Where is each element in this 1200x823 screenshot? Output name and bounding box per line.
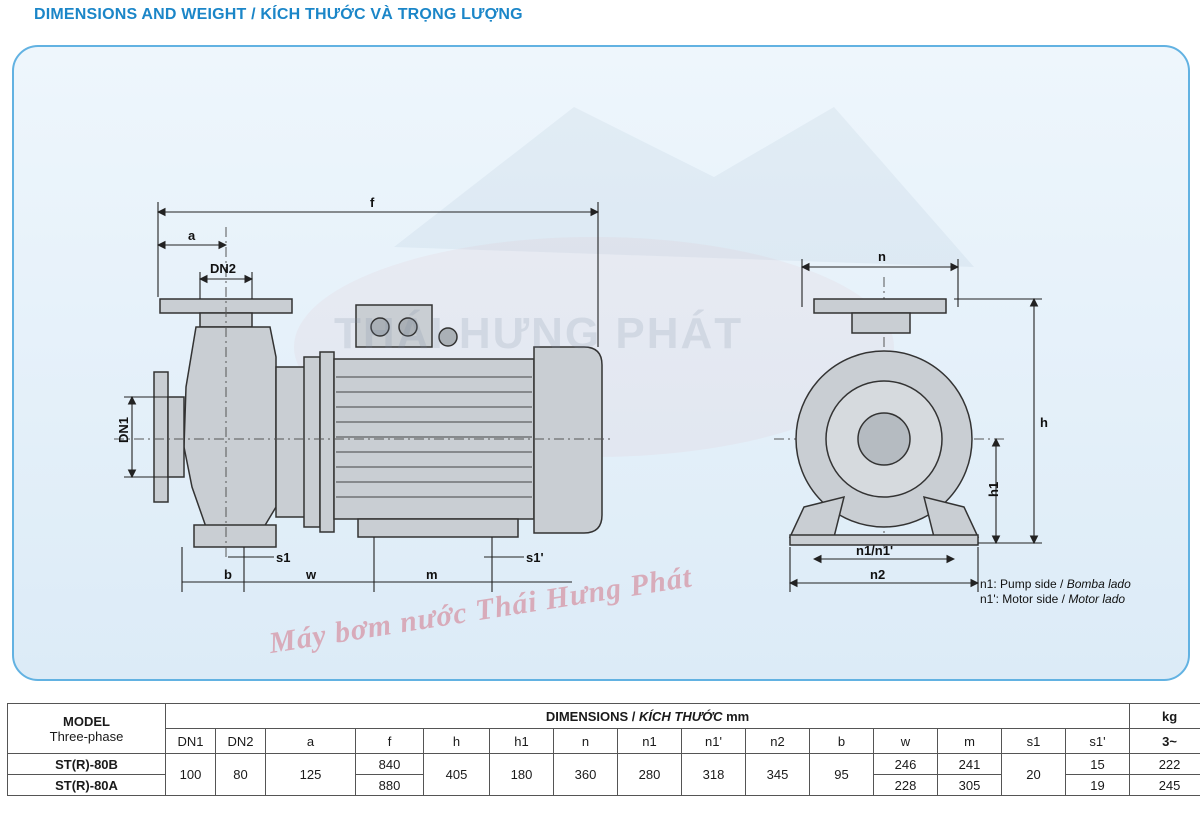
- label-s1: s1: [276, 550, 290, 565]
- cell-kg: 245: [1129, 774, 1200, 796]
- label-s1p: s1': [526, 550, 544, 565]
- pump-side-view: [153, 298, 603, 548]
- col-b: b: [809, 728, 874, 754]
- technical-drawing: f a DN2 DN1 s1 s1' b w m n h h1 n1/n1' n…: [114, 107, 1048, 592]
- col-a: a: [265, 728, 356, 754]
- cell-s1p: 15: [1064, 753, 1131, 775]
- model-name: ST(R)-80A: [7, 774, 166, 796]
- dimensions-table: MODEL Three-phase DIMENSIONS / KÍCH THƯỚ…: [7, 703, 1200, 796]
- label-n1n1p: n1/n1': [856, 543, 893, 558]
- cell-n2: 345: [745, 753, 810, 796]
- cell-n1p: 318: [681, 753, 746, 796]
- col-f: f: [355, 728, 424, 754]
- weight-unit-header: kg: [1129, 703, 1200, 729]
- cell-n1: 280: [617, 753, 682, 796]
- drawing-panel: f a DN2 DN1 s1 s1' b w m n h h1 n1/n1' n…: [12, 45, 1190, 681]
- label-n2: n2: [870, 567, 885, 582]
- model-name: ST(R)-80B: [7, 753, 166, 775]
- label-h: h: [1040, 415, 1048, 430]
- cell-b: 95: [809, 753, 874, 796]
- col-n1p: n1': [681, 728, 746, 754]
- brand-watermark: THÁI HƯNG PHÁT: [334, 309, 744, 358]
- cell-m: 305: [937, 774, 1002, 796]
- col-weight: 3~: [1129, 728, 1200, 754]
- cell-h: 405: [423, 753, 490, 796]
- col-n: n: [553, 728, 618, 754]
- col-h: h: [423, 728, 490, 754]
- col-n2: n2: [745, 728, 810, 754]
- pump-front-view: [788, 298, 980, 546]
- label-h1: h1: [986, 482, 1001, 497]
- col-m: m: [937, 728, 1002, 754]
- label-f: f: [370, 195, 375, 210]
- col-s1p: s1': [1064, 728, 1131, 754]
- dimensions-header: DIMENSIONS / KÍCH THƯỚC mm: [164, 703, 1131, 729]
- label-a: a: [188, 228, 196, 243]
- legend-line-2: n1': Motor side / Motor lado: [980, 592, 1126, 606]
- mountain-watermark: [394, 107, 974, 267]
- cell-f: 840: [355, 753, 424, 775]
- label-b: b: [224, 567, 232, 582]
- cell-dn1: 100: [165, 753, 216, 796]
- cell-n: 360: [553, 753, 618, 796]
- page-title: DIMENSIONS AND WEIGHT / KÍCH THƯỚC VÀ TR…: [34, 6, 523, 23]
- model-header: MODEL Three-phase: [7, 703, 166, 754]
- cell-kg: 222: [1129, 753, 1200, 775]
- legend: n1: Pump side / Bomba lado n1': Motor si…: [980, 577, 1131, 607]
- label-w: w: [305, 567, 317, 582]
- side-labels: f a DN2 DN1 s1 s1' b w m: [116, 195, 544, 582]
- cell-s1p: 19: [1064, 774, 1131, 796]
- table-row: ST(R)-80B 100 80 125 840 405 180 360 280…: [7, 753, 1200, 796]
- col-w: w: [873, 728, 938, 754]
- cell-m: 241: [937, 753, 1002, 775]
- motor-fins: [336, 376, 532, 498]
- label-n: n: [878, 249, 886, 264]
- front-labels: n h h1 n1/n1' n2: [856, 249, 1048, 582]
- col-dn1: DN1: [165, 728, 216, 754]
- col-dn2: DN2: [215, 728, 266, 754]
- cell-f: 880: [355, 774, 424, 796]
- table-row: ST(R)-80A 880 228 305 19 245: [7, 774, 1200, 796]
- side-dimension-lines: [124, 202, 600, 592]
- front-dimension-lines: [788, 259, 1042, 592]
- cell-s1: 20: [1001, 753, 1066, 796]
- col-n1: n1: [617, 728, 682, 754]
- label-dn1: DN1: [116, 417, 131, 443]
- cell-dn2: 80: [215, 753, 266, 796]
- col-s1: s1: [1001, 728, 1066, 754]
- label-dn2: DN2: [210, 261, 236, 276]
- legend-line-1: n1: Pump side / Bomba lado: [980, 577, 1131, 591]
- col-h1: h1: [489, 728, 554, 754]
- cell-a: 125: [265, 753, 356, 796]
- cell-w: 228: [873, 774, 938, 796]
- label-m: m: [426, 567, 438, 582]
- cell-w: 246: [873, 753, 938, 775]
- cell-h1: 180: [489, 753, 554, 796]
